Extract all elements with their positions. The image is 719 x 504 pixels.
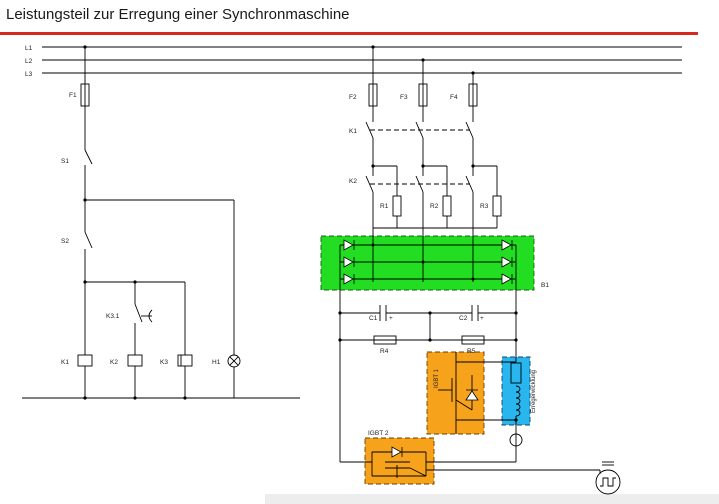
label-k1-contact: K1 <box>349 128 357 135</box>
label-k2-coil: K2 <box>110 359 118 366</box>
contact-k2-a <box>365 175 374 193</box>
label-igbt2: IGBT 2 <box>368 430 389 437</box>
label-s1: S1 <box>61 158 69 165</box>
label-c1: C1 <box>369 315 378 322</box>
label-r4: R4 <box>380 348 389 355</box>
label-r5: R5 <box>467 348 476 355</box>
footer-panel <box>265 494 719 504</box>
resistor-r3 <box>492 195 502 217</box>
label-r1: R1 <box>380 203 389 210</box>
resistor-r1 <box>392 195 402 217</box>
contact-k1-a <box>365 121 374 139</box>
label-f3: F3 <box>400 94 408 101</box>
label-s2: S2 <box>61 238 69 245</box>
winding-resistance <box>510 362 522 384</box>
winding-coil <box>515 385 521 417</box>
label-l2: L2 <box>25 58 33 65</box>
switch-s2 <box>84 231 93 249</box>
igbt1-block <box>426 351 485 435</box>
label-igbt1: IGBT 1 <box>434 368 440 388</box>
contact-k3-1 <box>134 303 143 323</box>
label-c1-plus: + <box>389 315 393 322</box>
page-title: Leistungsteil zur Erregung einer Synchro… <box>6 6 350 23</box>
resistor-r2 <box>442 195 452 217</box>
coil-k3 <box>177 354 193 367</box>
switch-s1 <box>84 149 93 165</box>
label-c2: C2 <box>459 315 468 322</box>
rectifier-diodes <box>343 239 513 285</box>
power-circuit <box>338 45 621 495</box>
igbt2-block <box>364 437 435 485</box>
winding-block <box>501 356 531 426</box>
label-l1: L1 <box>25 45 33 52</box>
label-l3: L3 <box>25 71 33 78</box>
pulse-output-symbol <box>595 469 621 495</box>
label-k1-coil: K1 <box>61 359 69 366</box>
igbt1-diode <box>465 390 479 401</box>
coil-k1 <box>77 354 93 367</box>
igbt2-diode <box>391 446 402 458</box>
label-f1: F1 <box>69 92 77 99</box>
label-b1: B1 <box>541 282 549 289</box>
coil-k2 <box>127 354 143 367</box>
resistor-r5 <box>461 335 485 345</box>
label-r3: R3 <box>480 203 489 210</box>
label-k3-1: K3.1 <box>106 313 120 320</box>
label-k2-contact: K2 <box>349 178 357 185</box>
label-f2: F2 <box>349 94 357 101</box>
label-r2: R2 <box>430 203 439 210</box>
title-accent-rule <box>0 32 698 35</box>
supply-rails <box>42 46 682 74</box>
label-h1: H1 <box>212 359 221 366</box>
control-circuit <box>22 45 300 400</box>
label-c2-plus: + <box>480 315 484 322</box>
label-f4: F4 <box>450 94 458 101</box>
label-erregerwicklung: Erregerwicklung <box>531 370 537 413</box>
resistor-r4 <box>373 335 397 345</box>
label-k3-coil: K3 <box>160 359 168 366</box>
